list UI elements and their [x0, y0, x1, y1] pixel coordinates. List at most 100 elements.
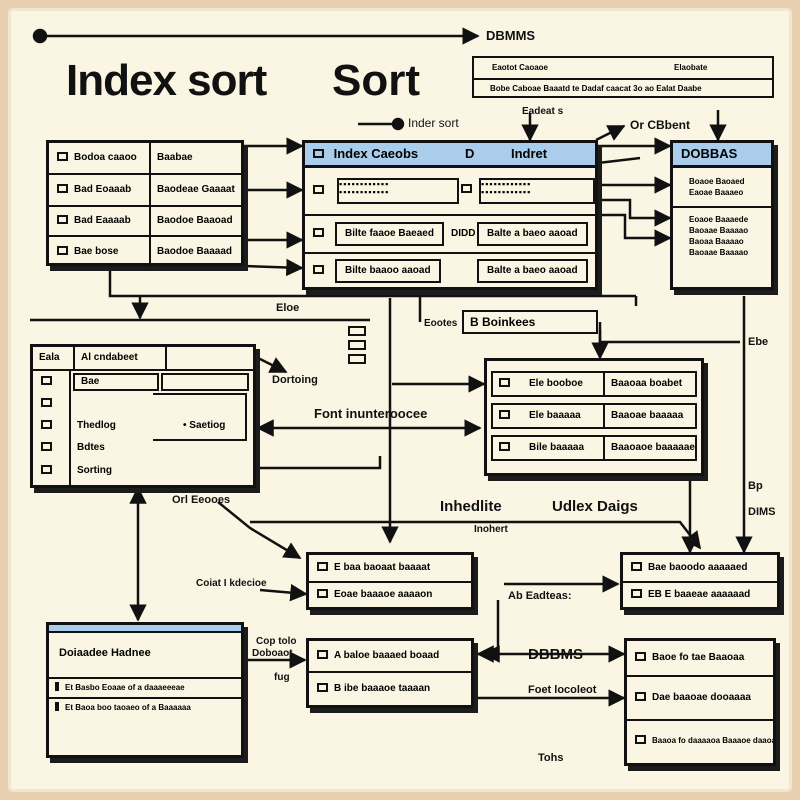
mini-marker-icon: [348, 326, 366, 336]
mini-marker-icon: [348, 354, 366, 364]
checkbox-icon[interactable]: [41, 441, 52, 451]
box-b-header-left: Index Caeobs: [333, 146, 419, 161]
checkbox-icon[interactable]: [41, 419, 52, 429]
checkbox-icon[interactable]: [55, 702, 59, 712]
checkbox-icon[interactable]: [317, 649, 328, 659]
box-d-row-empty: [161, 373, 249, 391]
row-label: Bae bose: [74, 246, 119, 257]
group-line: Baoaae Baaaao: [689, 248, 749, 257]
checkbox-icon[interactable]: [499, 441, 510, 451]
row-label: Et Basbo Eoaae of a daaaeeeae: [65, 683, 185, 692]
checkbox-icon[interactable]: [635, 691, 646, 701]
checkbox-icon[interactable]: [41, 397, 52, 407]
checkbox-icon[interactable]: [635, 651, 646, 661]
checkbox-icon[interactable]: [57, 151, 68, 161]
legend-caption: Eadeat s: [522, 106, 564, 117]
row-label: Baoe fo tae Baaoaa: [652, 652, 745, 663]
bp-label: Bp: [748, 480, 763, 492]
cbbent-label: Or CBbent: [630, 118, 690, 132]
box-d-inner-frame: [153, 393, 247, 441]
title-sort: Sort: [332, 56, 420, 105]
box-b-row3-left: Bilte faaoe Baeaed: [335, 222, 444, 246]
coiat-label: Coiat I kdecioe: [196, 578, 267, 589]
box-b-row4-left: Bilte baaoo aaoad: [335, 259, 441, 283]
font-label: Font inunteroocee: [314, 406, 428, 421]
group-line: Eoaoe Baaaede: [689, 215, 749, 224]
box-b-header-right: Indret: [511, 146, 548, 161]
checkbox-icon[interactable]: [461, 184, 472, 193]
box-d-row-sorting: Sorting: [77, 465, 112, 476]
udlex-label: Udlex Daigs: [552, 498, 638, 515]
group-line: Eaoae Baaaeo: [689, 188, 744, 197]
checkbox-icon[interactable]: [499, 409, 510, 419]
checkbox-icon[interactable]: [317, 588, 328, 598]
checkbox-icon[interactable]: [631, 561, 642, 571]
row-label: Ele baaaaa: [529, 410, 581, 421]
box-b-row3-mid: DIDD: [451, 228, 476, 239]
dbbms-label: DBBMS: [528, 646, 583, 663]
dortoing-label: Dortoing: [272, 374, 318, 386]
bookes-label: Eootes: [424, 318, 458, 329]
legend-row1-left: Eaotot Caoaoe: [492, 63, 549, 72]
top-arrow-label: DBMMS: [486, 28, 536, 43]
box-d-row-bae: Bae: [73, 373, 159, 391]
box-d: Eala Al cndabeet Bae Thedlog• Saetiog Bd…: [30, 344, 256, 488]
row-value: Baodoe Baaaad: [149, 237, 232, 267]
row-value: Baaoae baaaaa: [603, 405, 683, 427]
checkbox-icon[interactable]: [41, 464, 52, 474]
row-label: Eoae baaaoe aaaaon: [334, 589, 433, 600]
row-label: Bodoa caaoo: [74, 152, 137, 163]
caption-h-2: Doboaot: [252, 648, 293, 659]
dots-field: ▪▪▪▪▪▪▪▪▪▪▪▪▪▪▪▪▪▪▪▪▪▪▪▪: [337, 178, 459, 204]
legend-row2: Bobe Caboae Baaatd te Dadaf caacat 3o ao…: [490, 84, 702, 93]
row-label: Et Baoa boo taoaeo of a Baaaaaa: [65, 703, 191, 712]
checkbox-icon[interactable]: [317, 561, 328, 571]
box-b-header-mid: D: [465, 146, 475, 161]
dims-label: DIMS: [748, 506, 776, 518]
bookes-box: B Boinkees: [462, 310, 598, 334]
box-d-row-bdtes: Bdtes: [77, 442, 105, 453]
box-d-header-right: Al cndabeet: [73, 347, 167, 369]
row-label: Bad Eaaaab: [74, 215, 131, 226]
group-line: Baoaae Baaaao: [689, 226, 749, 235]
index-sort-label: Inder sort: [408, 116, 459, 130]
checkbox-icon[interactable]: [313, 227, 324, 237]
orl-label: Orl Eeooes: [172, 494, 231, 506]
caption-h-1: Cop tolo: [256, 636, 297, 647]
row-label: A baloe baaaed boaad: [334, 650, 440, 661]
checkbox-icon[interactable]: [313, 264, 324, 274]
side-label: Eloe: [276, 302, 300, 314]
legend-row1-right: Elaobate: [674, 63, 708, 72]
checkbox-icon[interactable]: [635, 734, 646, 744]
row-label: EB E baaeae aaaaaad: [648, 589, 751, 600]
inhedlite-label: Inhedlite: [440, 498, 502, 515]
checkbox-icon[interactable]: [631, 588, 642, 598]
box-h-header: Doiaadee Hadnee: [49, 633, 241, 679]
inohert-label: Inohert: [474, 524, 508, 535]
row-label: B ibe baaaoe taaaan: [334, 683, 431, 694]
checkbox-icon[interactable]: [313, 149, 324, 159]
checkbox-icon[interactable]: [41, 375, 52, 385]
checkbox-icon[interactable]: [317, 682, 328, 692]
checkbox-icon[interactable]: [499, 377, 510, 387]
box-d-column-divider: [69, 369, 71, 485]
checkbox-icon[interactable]: [57, 183, 68, 193]
bookes-value: B Boinkees: [470, 315, 536, 329]
row-label: Bad Eoaaab: [74, 184, 132, 195]
row-label: Bile baaaaa: [529, 442, 585, 453]
row-label: Ele booboe: [529, 378, 583, 389]
box-i: A baloe baaaed boaad B ibe baaaoe taaaan: [306, 638, 474, 708]
legend-box: Eaotot Caoaoe Elaobate Bobe Caboae Baaat…: [472, 56, 774, 98]
checkbox-icon[interactable]: [57, 214, 68, 224]
foet-label: Foet locoleot: [528, 684, 597, 696]
checkbox-icon[interactable]: [55, 682, 59, 692]
box-c-header: DOBBAS: [673, 143, 771, 168]
group-line: Boaoe Baoaed: [689, 177, 745, 186]
checkbox-icon[interactable]: [313, 184, 324, 194]
checkbox-icon[interactable]: [57, 245, 68, 255]
ab-label: Ab Eadteas:: [508, 590, 572, 602]
ebe-label: Ebe: [748, 336, 769, 348]
